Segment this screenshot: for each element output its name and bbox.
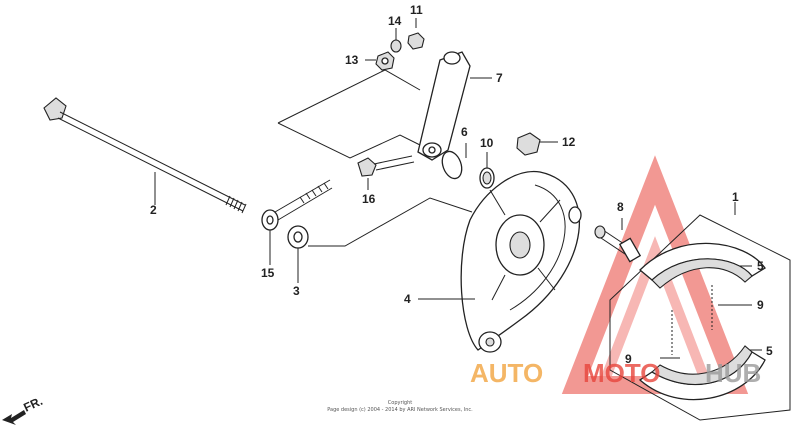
axle-thread [225,195,247,214]
callout-12: 12 [562,135,576,149]
washer-part-6 [441,150,463,180]
brake-cam-part-8 [594,225,642,263]
nut-part-11 [407,32,425,50]
adjuster-thread [299,182,329,204]
callout-2: 2 [150,203,157,217]
shoe-set-box-part-1 [609,214,791,421]
watermark-hub: HUB [705,358,761,388]
front-label: FR. [21,394,44,415]
brake-arm-part-7 [417,51,471,161]
washer-part-14 [390,39,402,53]
callout-11: 11 [410,3,423,17]
callout-10: 10 [480,136,494,150]
callout-8: 8 [617,200,624,214]
axle-part-2 [43,97,247,214]
front-arrow-icon [2,410,26,425]
nut-part-13 [375,51,395,71]
callout-6: 6 [461,125,468,139]
brake-shoe-upper [639,242,766,289]
adjuster-part-15 [261,179,333,231]
brake-panel-part-4 [460,170,582,353]
watermark-auto: AUTO [470,358,543,388]
leader-lines [154,18,762,359]
callout-3: 3 [293,284,300,298]
callout-4: 4 [404,292,411,306]
callout-7: 7 [496,71,503,85]
callout-14: 14 [388,14,402,28]
callout-5-lower: 5 [766,344,773,358]
callout-15: 15 [261,266,275,280]
brake-shoe-lower [638,345,766,401]
seal-part-10 [479,167,495,189]
copyright-line-1: Copyright [388,400,412,406]
callout-9-left: 9 [625,352,632,366]
front-direction-indicator: FR. [2,394,45,425]
bolt-part-16 [357,155,415,177]
callout-5-upper: 5 [757,259,764,273]
collar-part-3 [287,225,309,249]
watermark-text: AUTO MOTO HUB [470,358,761,388]
callout-1: 1 [732,190,739,204]
watermark-moto: MOTO [583,358,661,388]
callout-13: 13 [345,53,359,67]
callout-16: 16 [362,192,376,206]
copyright-line-2: Page design (c) 2004 - 2014 by ARI Netwo… [327,407,473,413]
nut-part-12 [516,132,541,156]
callout-9-right: 9 [757,298,764,312]
